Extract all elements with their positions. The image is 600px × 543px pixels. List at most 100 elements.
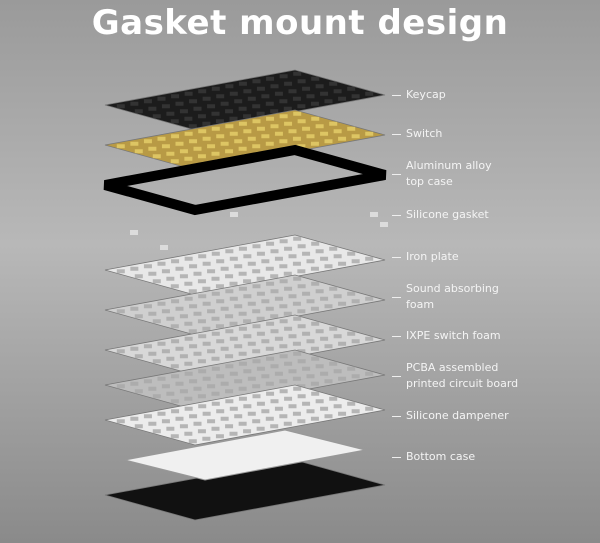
key-cell <box>266 76 275 81</box>
key-cell <box>297 309 306 314</box>
key-cell <box>274 256 283 261</box>
key-cell <box>310 416 319 421</box>
key-cell <box>189 379 198 384</box>
key-cell <box>261 374 270 379</box>
key-cell <box>225 289 234 294</box>
key-cell <box>351 409 360 414</box>
key-cell <box>297 119 306 124</box>
key-cell <box>311 281 320 286</box>
key-cell <box>143 99 152 104</box>
key-cell <box>198 294 207 299</box>
key-cell <box>238 106 247 111</box>
key-cell <box>243 294 252 299</box>
key-cell <box>148 421 157 426</box>
key-cell <box>189 414 198 419</box>
key-cell <box>315 84 324 89</box>
key-cell <box>225 274 234 279</box>
key-cell <box>283 311 292 316</box>
key-cell <box>256 276 265 281</box>
key-cell <box>315 124 324 129</box>
key-cell <box>270 289 279 294</box>
key-cell <box>170 159 179 164</box>
key-cell <box>247 411 256 416</box>
key-cell <box>157 136 166 141</box>
key-cell <box>279 114 288 119</box>
key-cell <box>256 86 265 91</box>
key-cell <box>157 376 166 381</box>
key-cell <box>266 356 275 361</box>
key-cell <box>302 366 311 371</box>
key-cell <box>310 381 319 386</box>
key-cell <box>279 304 288 309</box>
key-cell <box>265 101 274 106</box>
key-cell <box>333 254 342 259</box>
key-cell <box>311 356 320 361</box>
key-cell <box>338 96 347 101</box>
key-cell <box>365 256 374 261</box>
key-cell <box>297 419 306 424</box>
iron-plate-layer <box>104 234 386 296</box>
key-cell <box>261 339 270 344</box>
key-cell <box>279 239 288 244</box>
key-cell <box>184 321 193 326</box>
key-cell <box>188 329 197 334</box>
key-cell <box>234 379 243 384</box>
key-cell <box>238 326 247 331</box>
key-cell <box>130 266 139 271</box>
key-cell <box>270 329 279 334</box>
key-cell <box>184 371 193 376</box>
key-cell <box>189 264 198 269</box>
key-cell <box>256 426 265 431</box>
key-cell <box>229 296 238 301</box>
key-cell <box>306 374 315 379</box>
gasket-piece <box>160 245 168 250</box>
key-cell <box>306 299 315 304</box>
silicone-gasket-layer <box>130 212 388 250</box>
key-cell <box>243 319 252 324</box>
key-cell <box>161 144 170 149</box>
key-cell <box>152 154 161 159</box>
key-cell <box>274 91 283 96</box>
key-cell <box>171 299 180 304</box>
key-cell <box>198 129 207 134</box>
key-cell <box>306 259 315 264</box>
key-cell <box>238 311 247 316</box>
key-cell <box>329 81 338 86</box>
key-cell <box>261 94 270 99</box>
key-cell <box>220 101 229 106</box>
key-cell <box>270 364 279 369</box>
key-cell <box>184 131 193 136</box>
key-cell <box>252 309 261 314</box>
key-cell <box>216 339 225 344</box>
key-cell <box>220 381 229 386</box>
key-cell <box>184 296 193 301</box>
key-cell <box>252 269 261 274</box>
key-cell <box>130 306 139 311</box>
key-cell <box>234 304 243 309</box>
key-cell <box>302 86 311 91</box>
key-cell <box>202 301 211 306</box>
key-cell <box>166 356 175 361</box>
key-cell <box>216 299 225 304</box>
key-cell <box>193 106 202 111</box>
key-cell <box>306 409 315 414</box>
key-cell <box>256 316 265 321</box>
key-cell <box>211 331 220 336</box>
key-cell <box>220 266 229 271</box>
key-cell <box>197 114 206 119</box>
key-cell <box>207 349 216 354</box>
key-cell <box>293 276 302 281</box>
bottom-case-layer <box>104 429 386 521</box>
key-cell <box>288 369 297 374</box>
leader-line <box>392 376 401 377</box>
key-cell <box>229 281 238 286</box>
key-cell <box>166 316 175 321</box>
key-cell <box>175 416 184 421</box>
key-cell <box>292 301 301 306</box>
key-cell <box>283 421 292 426</box>
key-cell <box>288 334 297 339</box>
key-cell <box>279 319 288 324</box>
key-cell <box>320 256 329 261</box>
key-cell <box>243 254 252 259</box>
label-ixpe-foam: IXPE switch foam <box>406 329 501 342</box>
